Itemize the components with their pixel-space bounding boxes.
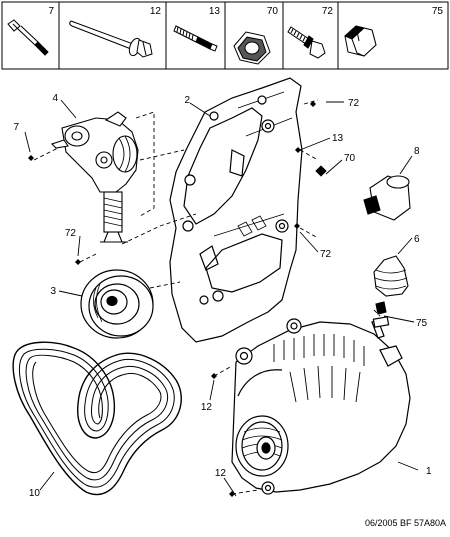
callout-3: 3 xyxy=(50,286,56,297)
part-ref-70: 70 xyxy=(267,6,279,17)
callout-8: 8 xyxy=(414,146,420,157)
callout-72-left: 72 xyxy=(65,228,77,239)
part-ref-72: 72 xyxy=(322,6,334,17)
washer-nut-icon xyxy=(233,31,271,65)
callout-4: 4 xyxy=(52,93,58,104)
rubber-boot xyxy=(373,255,409,315)
callout-12-upper: 12 xyxy=(201,402,213,413)
poly-v-belt xyxy=(12,341,182,496)
callout-7: 7 xyxy=(13,122,19,133)
sleeve-part xyxy=(363,175,411,221)
mounting-bracket xyxy=(169,77,303,343)
callout-70: 70 xyxy=(344,153,356,164)
callout-12-lower: 12 xyxy=(215,468,227,479)
short-flange-bolt-icon xyxy=(7,19,49,56)
dashed-assembly-lines xyxy=(33,99,381,495)
callout-72-right: 72 xyxy=(320,249,332,260)
hex-nut-icon xyxy=(344,25,377,57)
leader-lines xyxy=(24,99,419,497)
fastener-mark-70 xyxy=(315,165,327,177)
callout-13: 13 xyxy=(332,133,344,144)
flange-screw-icon xyxy=(287,26,326,59)
fastener-marks xyxy=(28,101,327,497)
alternator xyxy=(231,316,411,495)
callout-1: 1 xyxy=(426,466,432,477)
idler-pulley xyxy=(80,269,154,339)
fastener-mark-72-left xyxy=(75,259,81,265)
part-ref-12: 12 xyxy=(150,6,162,17)
part-ref-75: 75 xyxy=(432,6,444,17)
belt-tensioner xyxy=(50,111,139,243)
callout-72-top: 72 xyxy=(348,98,360,109)
callout-2: 2 xyxy=(184,95,190,106)
long-flange-bolt-icon xyxy=(69,20,153,58)
part-ref-13: 13 xyxy=(209,6,221,17)
fastener-mark-72-right xyxy=(294,223,300,229)
callout-numbers: 2 4 7 72 13 70 8 72 72 6 3 75 12 12 1 10 xyxy=(13,93,432,499)
fastener-mark-12-upper xyxy=(211,373,217,379)
fastener-mark-12-lower xyxy=(229,491,235,497)
drawing-reference: 06/2005 BF 57A80A xyxy=(365,518,446,528)
part-ref-7: 7 xyxy=(48,6,54,17)
fastener-mark-13 xyxy=(295,147,301,153)
fastener-mark-72-top xyxy=(310,101,316,107)
fastener-mark-7 xyxy=(28,155,34,161)
callout-75: 75 xyxy=(416,318,428,329)
parts-strip xyxy=(1,1,449,70)
parts-strip-numbers: 7 12 13 70 72 75 xyxy=(48,6,443,17)
callout-10: 10 xyxy=(29,488,41,499)
stud-icon xyxy=(173,25,218,52)
callout-6: 6 xyxy=(414,234,420,245)
